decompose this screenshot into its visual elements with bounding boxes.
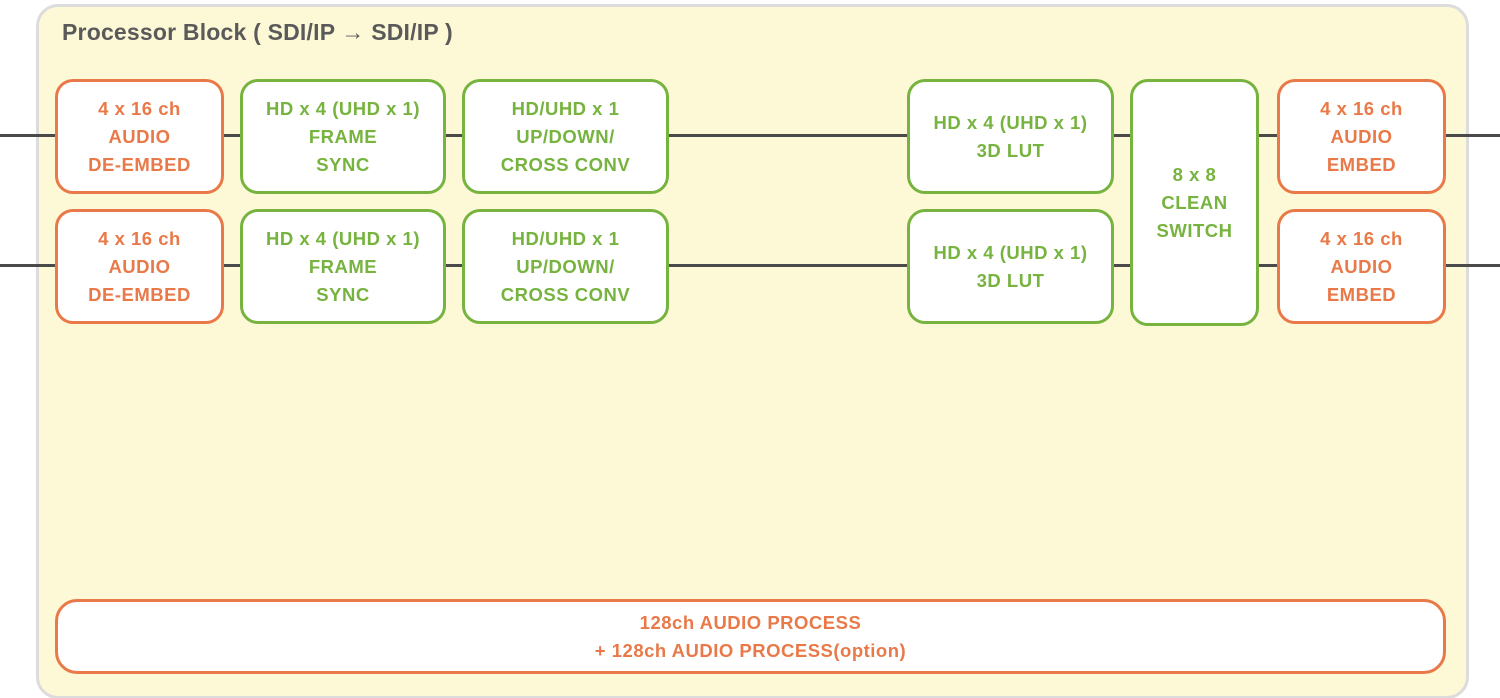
block-label-line: HD/UHD x 1 [511, 227, 620, 249]
block-label-line: 3D LUT [976, 269, 1045, 291]
block-label-line: 4 x 16 ch [98, 97, 181, 119]
signal-line-row2-seg3 [667, 264, 909, 267]
audio-deembed-block-2: 4 x 16 ch AUDIO DE-EMBED [55, 209, 224, 324]
block-label-line: CROSS CONV [500, 283, 631, 305]
audio-deembed-block-1: 4 x 16 ch AUDIO DE-EMBED [55, 79, 224, 194]
signal-line-row2-seg1 [222, 264, 242, 267]
signal-line-row1-seg3 [667, 134, 909, 137]
signal-line-row2-seg5 [1257, 264, 1279, 267]
block-label-line: EMBED [1326, 153, 1397, 175]
block-label-line: SWITCH [1156, 219, 1233, 241]
audio-embed-block-2: 4 x 16 ch AUDIO EMBED [1277, 209, 1446, 324]
block-label-line: FRAME [308, 255, 378, 277]
block-label-line: 4 x 16 ch [1320, 227, 1403, 249]
audio-process-block: 128ch AUDIO PROCESS + 128ch AUDIO PROCES… [55, 599, 1446, 674]
3d-lut-block-1: HD x 4 (UHD x 1) 3D LUT [907, 79, 1114, 194]
block-label-line: FRAME [308, 125, 378, 147]
audio-embed-block-1: 4 x 16 ch AUDIO EMBED [1277, 79, 1446, 194]
block-label-line: HD/UHD x 1 [511, 97, 620, 119]
block-label-line: HD x 4 (UHD x 1) [266, 97, 420, 119]
block-label-line: AUDIO [108, 255, 171, 277]
block-label-line: 3D LUT [976, 139, 1045, 161]
signal-line-row1-input [0, 134, 57, 137]
3d-lut-block-2: HD x 4 (UHD x 1) 3D LUT [907, 209, 1114, 324]
block-label-line: EMBED [1326, 283, 1397, 305]
block-label-line: AUDIO [1330, 125, 1393, 147]
signal-line-row2-output [1444, 264, 1500, 267]
signal-line-row2-seg2 [444, 264, 464, 267]
block-label-line: DE-EMBED [88, 283, 191, 305]
signal-line-row1-seg4 [1112, 134, 1132, 137]
block-label-line: 8 x 8 [1172, 163, 1217, 185]
frame-sync-block-1: HD x 4 (UHD x 1) FRAME SYNC [240, 79, 446, 194]
block-label-line: UP/DOWN/ [516, 125, 615, 147]
signal-line-row2-seg4 [1112, 264, 1132, 267]
clean-switch-block: 8 x 8 CLEAN SWITCH [1130, 79, 1259, 326]
cross-converter-block-2: HD/UHD x 1 UP/DOWN/ CROSS CONV [462, 209, 669, 324]
block-label-line: + 128ch AUDIO PROCESS(option) [594, 639, 907, 661]
signal-line-row1-seg1 [222, 134, 242, 137]
block-label-line: UP/DOWN/ [516, 255, 615, 277]
block-label-line: CLEAN [1161, 191, 1228, 213]
block-label-line: SYNC [316, 153, 370, 175]
signal-line-row1-seg5 [1257, 134, 1279, 137]
block-label-line: DE-EMBED [88, 153, 191, 175]
block-label-line: AUDIO [1330, 255, 1393, 277]
frame-sync-block-2: HD x 4 (UHD x 1) FRAME SYNC [240, 209, 446, 324]
block-label-line: CROSS CONV [500, 153, 631, 175]
block-label-line: HD x 4 (UHD x 1) [933, 241, 1088, 263]
block-label-line: 128ch AUDIO PROCESS [639, 611, 862, 633]
block-label-line: HD x 4 (UHD x 1) [933, 111, 1088, 133]
signal-line-row2-input [0, 264, 57, 267]
block-label-line: 4 x 16 ch [1320, 97, 1403, 119]
signal-line-row1-output [1444, 134, 1500, 137]
block-label-line: SYNC [316, 283, 370, 305]
block-label-line: AUDIO [108, 125, 171, 147]
block-label-line: HD x 4 (UHD x 1) [266, 227, 420, 249]
panel-title: Processor Block ( SDI/IP → SDI/IP ) [62, 19, 453, 45]
signal-line-row1-seg2 [444, 134, 464, 137]
block-label-line: 4 x 16 ch [98, 227, 181, 249]
cross-converter-block-1: HD/UHD x 1 UP/DOWN/ CROSS CONV [462, 79, 669, 194]
